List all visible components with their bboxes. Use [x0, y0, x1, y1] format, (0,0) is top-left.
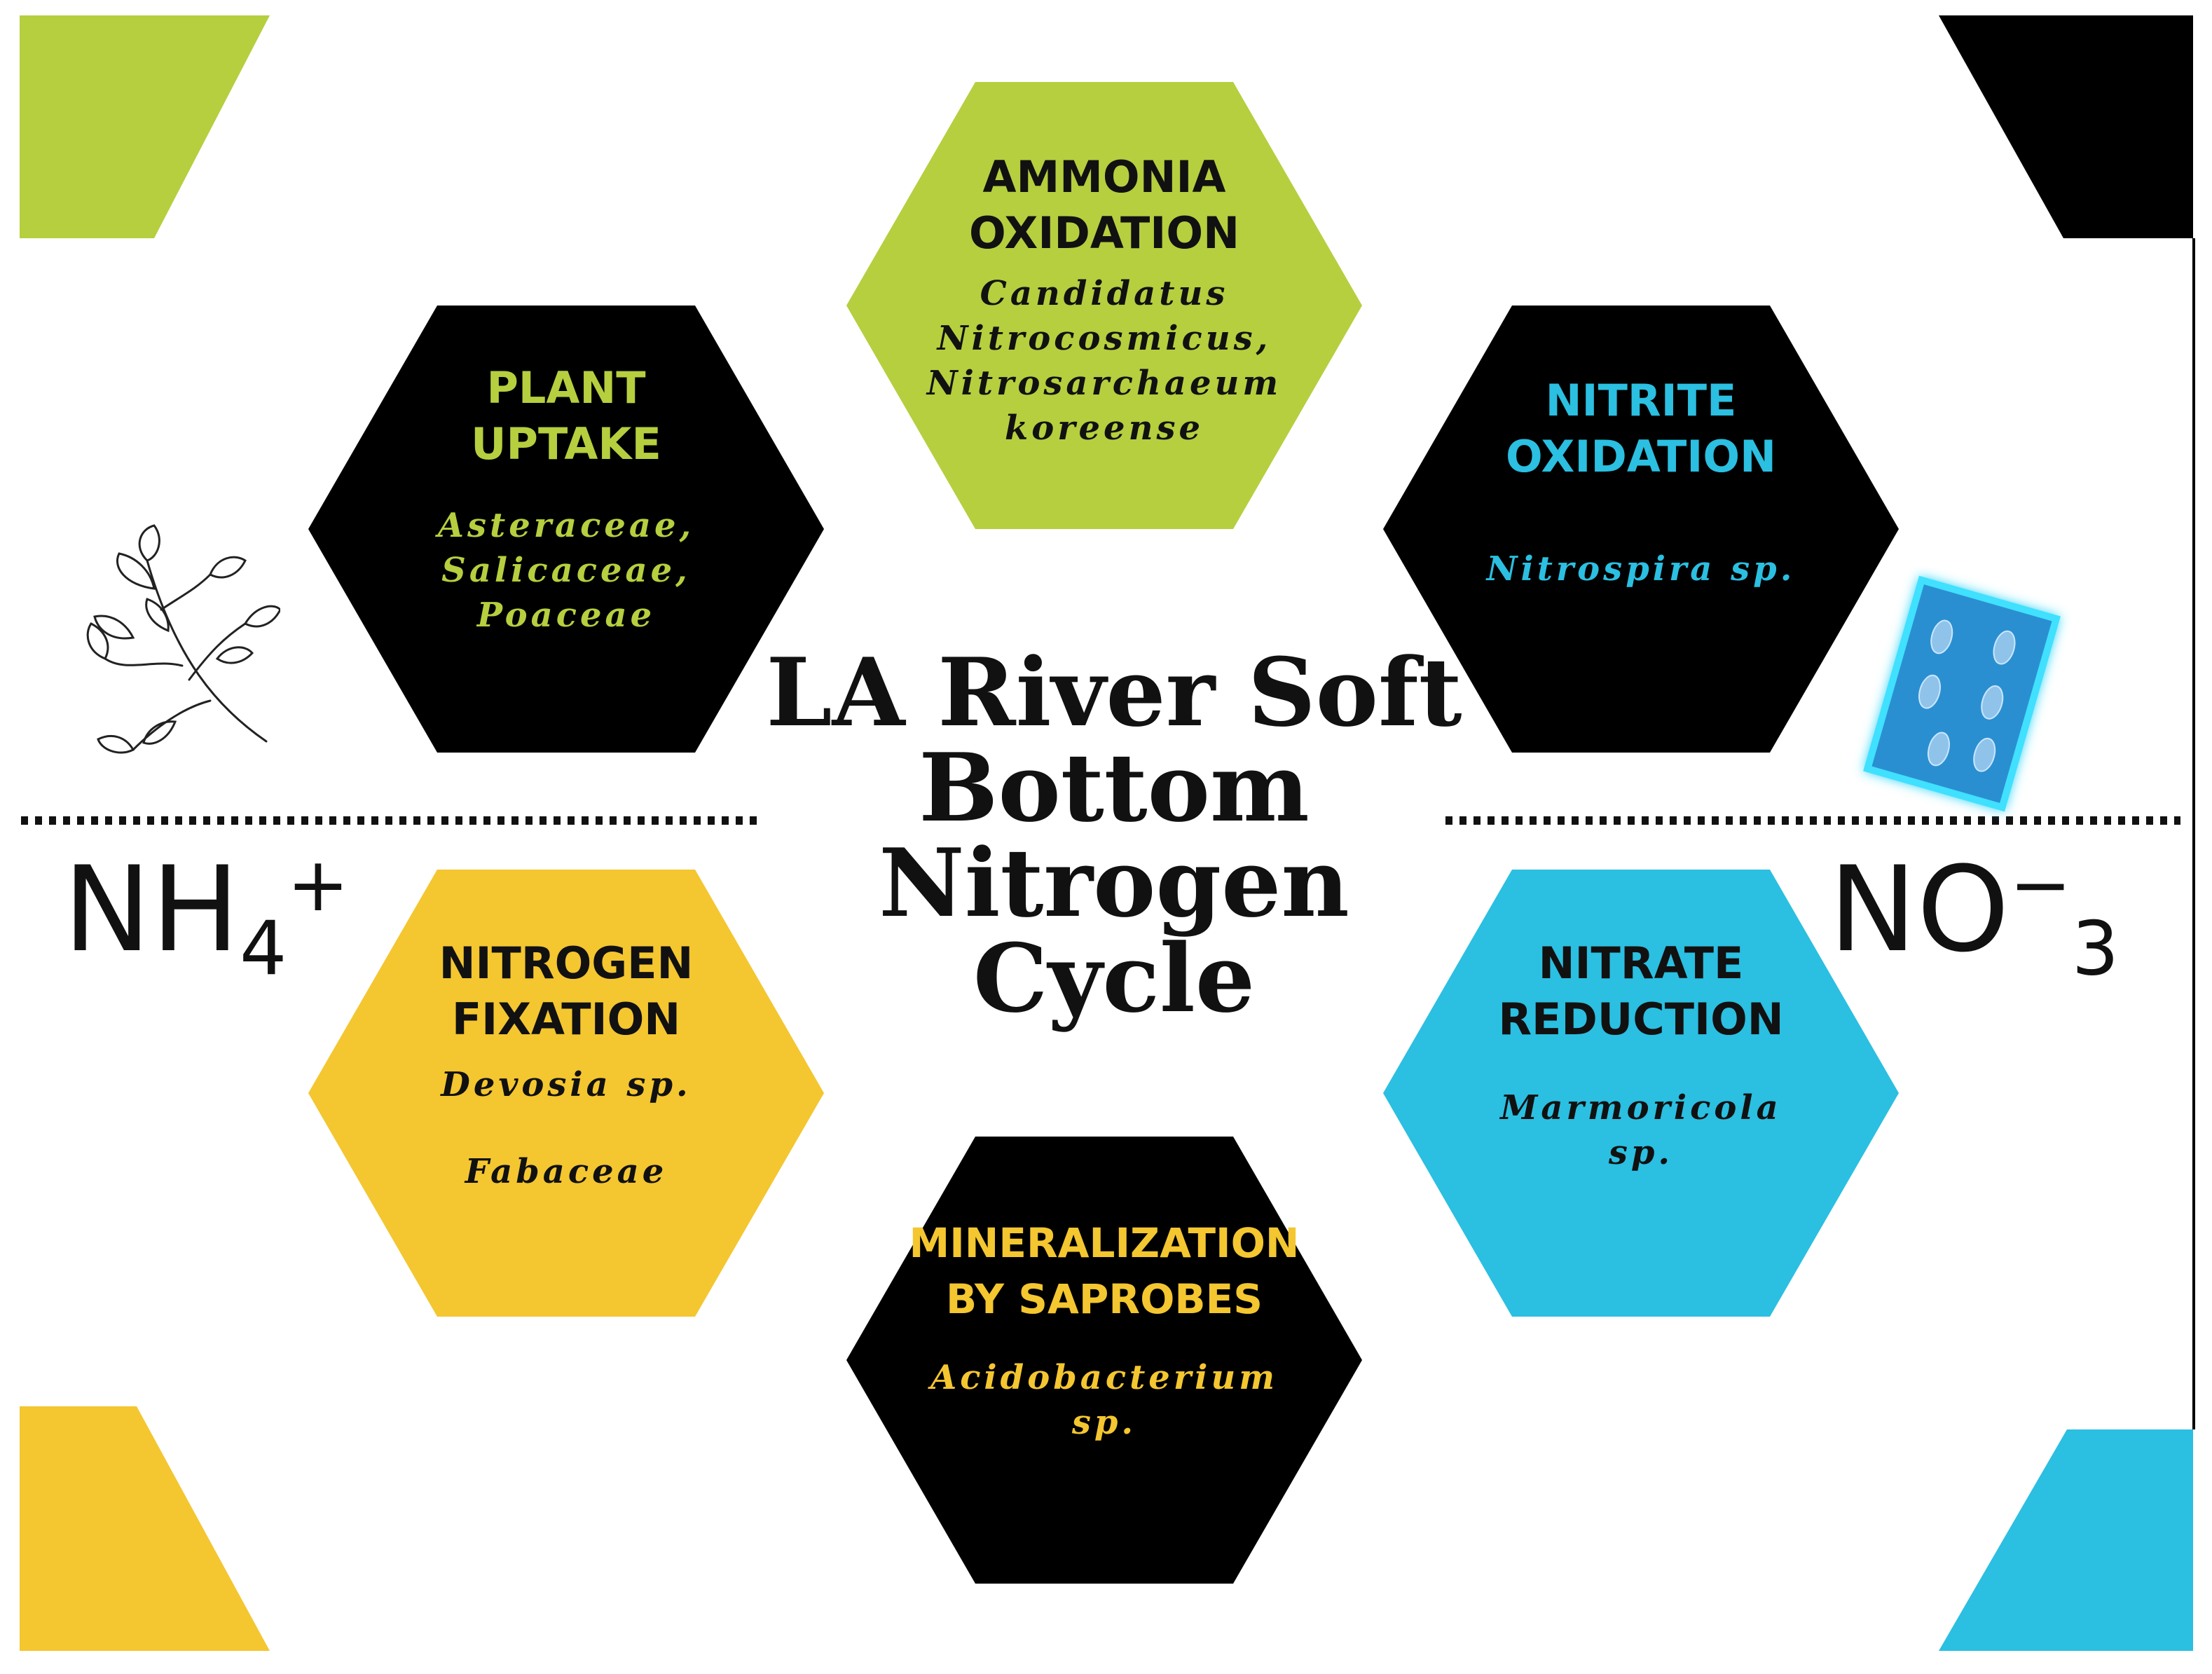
- nitrate-organisms: Marmoricola sp.: [1446, 1085, 1836, 1175]
- title-line: OXIDATION: [1506, 431, 1776, 482]
- hex-shape: [1383, 870, 1899, 1317]
- hex-nitrogen-fixation: NITROGEN FIXATION Devosia sp. Fabaceae: [308, 870, 824, 1317]
- title-line: NITRITE: [1545, 375, 1737, 426]
- corner-top-left: [20, 15, 270, 238]
- title-line: FIXATION: [451, 994, 681, 1045]
- nitrite-organisms: Nitrospira sp.: [1446, 547, 1836, 591]
- organism-line: Acidobacterium: [930, 1358, 1279, 1397]
- organism-line: Poaceae: [476, 596, 656, 635]
- nitrate-ion-label: NO−3: [1829, 841, 2119, 992]
- organism-line: koreense: [1004, 409, 1204, 448]
- center-title-line: Cycle: [973, 923, 1256, 1034]
- center-title-line: Nitrogen: [879, 828, 1349, 938]
- title-line: NITRATE: [1538, 938, 1744, 989]
- organism-line: Salicaceae,: [441, 551, 691, 590]
- title-line: AMMONIA: [982, 151, 1226, 203]
- hex-nitrite-oxidation: NITRITE OXIDATION Nitrospira sp.: [1383, 306, 1899, 753]
- title-line: REDUCTION: [1498, 994, 1784, 1045]
- nitrate-title: NITRATE REDUCTION: [1383, 935, 1899, 1048]
- organism-line: Nitrosarchaeum: [926, 364, 1282, 403]
- plant-branch-icon: [86, 524, 280, 754]
- hex-shape: [846, 1137, 1362, 1584]
- corner-top-right: [1939, 15, 2193, 238]
- organism-line: Nitrocosmicus,: [937, 319, 1272, 358]
- organism-line: Nitrospira sp.: [1486, 549, 1796, 589]
- mineralization-title: MINERALIZATION BY SAPROBES: [846, 1215, 1362, 1327]
- hex-shape: [308, 870, 824, 1317]
- ion-subscript: 4: [240, 905, 287, 992]
- hex-nitrate-reduction: NITRATE REDUCTION Marmoricola sp.: [1383, 870, 1899, 1317]
- center-title: LA River Soft Bottom Nitrogen Cycle: [722, 645, 1506, 1026]
- ammonia-organisms: Candidatus Nitrocosmicus, Nitrosarchaeum…: [909, 271, 1299, 451]
- organism-line: sp.: [1608, 1133, 1674, 1172]
- title-line: UPTAKE: [471, 418, 661, 469]
- ion-superscript: −: [2009, 842, 2072, 928]
- hex-plant-uptake: PLANT UPTAKE Asteraceae, Salicaceae, Poa…: [308, 306, 824, 753]
- title-line: PLANT: [486, 362, 646, 413]
- mineralization-organisms: Acidobacterium sp.: [909, 1355, 1299, 1445]
- organism-line: Marmoricola: [1500, 1088, 1782, 1127]
- plant-title: PLANT UPTAKE: [308, 360, 824, 472]
- center-title-line: Bottom: [919, 732, 1310, 843]
- hex-shape: [308, 306, 824, 753]
- ion-superscript: +: [287, 842, 350, 928]
- hex-shape: [1383, 306, 1899, 753]
- organism-line: Candidatus: [980, 274, 1229, 313]
- ion-base: NH: [63, 841, 240, 978]
- bacteria-micrograph-icon: [1863, 575, 2061, 812]
- ammonia-title: AMMONIA OXIDATION: [846, 149, 1362, 261]
- ion-subscript: 3: [2071, 905, 2120, 992]
- ion-base: NO: [1829, 841, 2010, 978]
- corner-bottom-left: [20, 1406, 270, 1651]
- title-line: BY SAPROBES: [946, 1275, 1263, 1323]
- title-line: NITROGEN: [439, 938, 694, 989]
- organism-line: Asteraceae,: [437, 506, 695, 545]
- plant-families: Asteraceae, Salicaceae, Poaceae: [371, 503, 761, 638]
- center-title-line: LA River Soft: [766, 637, 1462, 748]
- corner-bottom-right: [1939, 1429, 2193, 1651]
- title-line: MINERALIZATION: [909, 1219, 1300, 1267]
- hex-shape: [846, 82, 1362, 529]
- hex-ammonia-oxidation: AMMONIA OXIDATION Candidatus Nitrocosmic…: [846, 82, 1362, 529]
- hex-mineralization: MINERALIZATION BY SAPROBES Acidobacteriu…: [846, 1137, 1362, 1584]
- fixation-title: NITROGEN FIXATION: [308, 935, 824, 1048]
- organism-line: sp.: [1071, 1403, 1137, 1442]
- nitrite-title: NITRITE OXIDATION: [1383, 373, 1899, 485]
- organism-line: Devosia sp.: [441, 1065, 692, 1104]
- fixation-organisms: Devosia sp. Fabaceae: [371, 1063, 761, 1193]
- ammonium-ion-label: NH4+: [63, 841, 349, 992]
- organism-line: [371, 1106, 761, 1150]
- title-line: OXIDATION: [969, 207, 1239, 259]
- organism-line: Fabaceae: [465, 1152, 668, 1191]
